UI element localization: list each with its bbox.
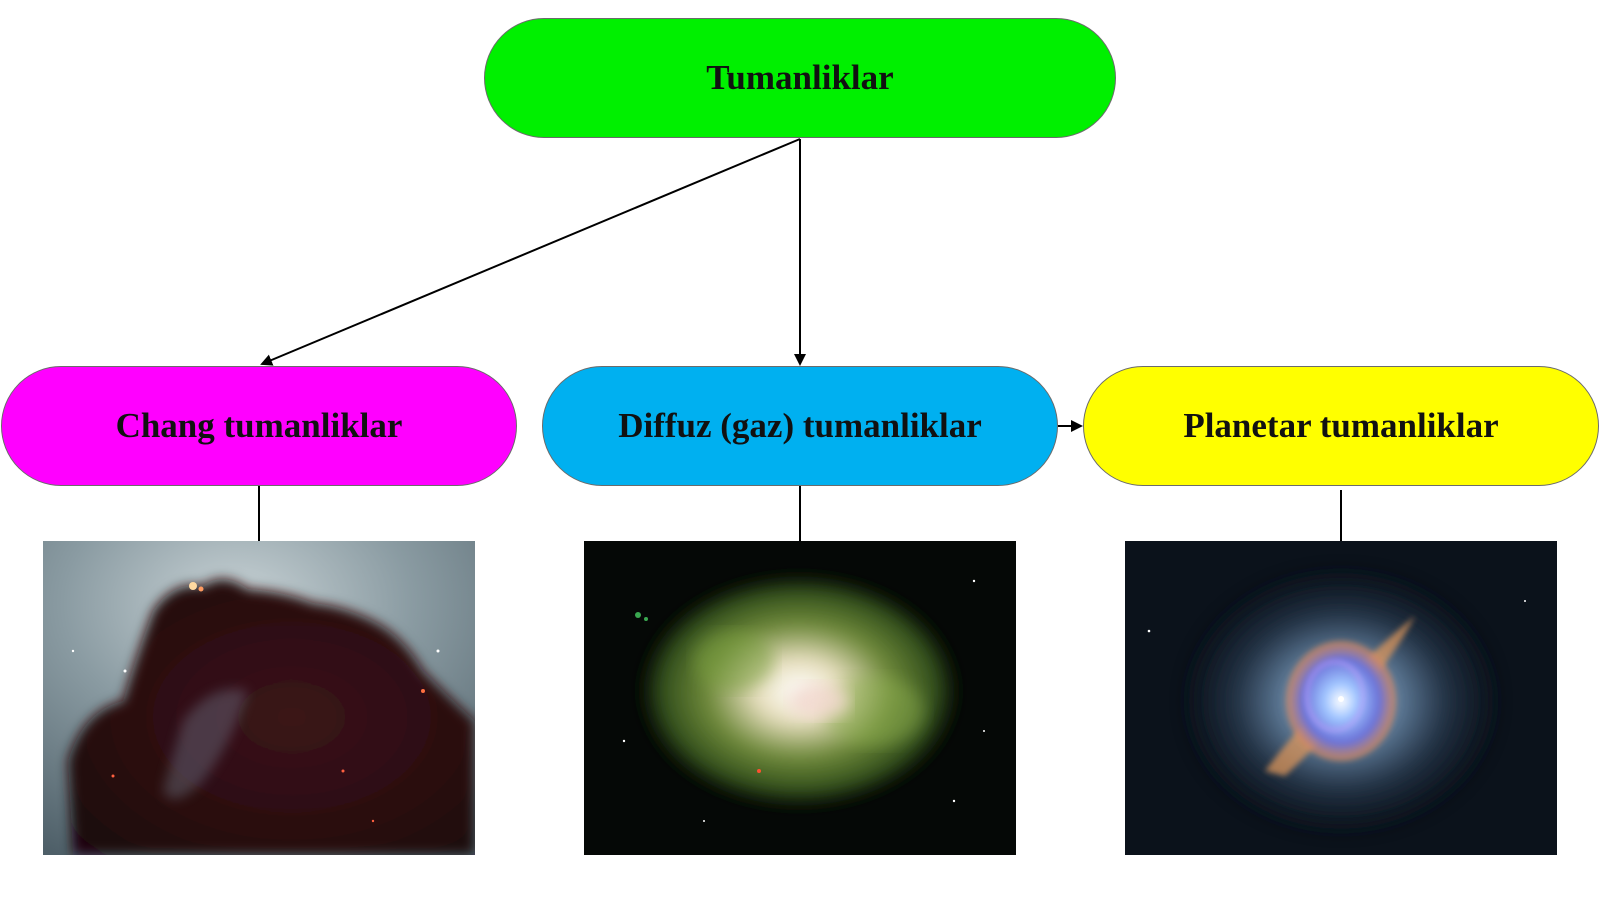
horsehead-nebula-image bbox=[43, 541, 475, 855]
diffuse-gas-nebula-image bbox=[584, 541, 1016, 855]
node-chang: Chang tumanliklar bbox=[1, 366, 517, 486]
node-planetar-label: Planetar tumanliklar bbox=[1183, 406, 1499, 445]
node-root-label: Tumanliklar bbox=[706, 58, 894, 97]
node-planetar: Planetar tumanliklar bbox=[1083, 366, 1599, 486]
node-diffuz-label: Diffuz (gaz) tumanliklar bbox=[618, 406, 982, 445]
cats-eye-planetary-nebula-image bbox=[1125, 541, 1557, 855]
node-diffuz: Diffuz (gaz) tumanliklar bbox=[542, 366, 1058, 486]
node-chang-label: Chang tumanliklar bbox=[115, 406, 403, 445]
edge-root-to-chang bbox=[260, 138, 801, 366]
node-root: Tumanliklar bbox=[484, 18, 1116, 138]
